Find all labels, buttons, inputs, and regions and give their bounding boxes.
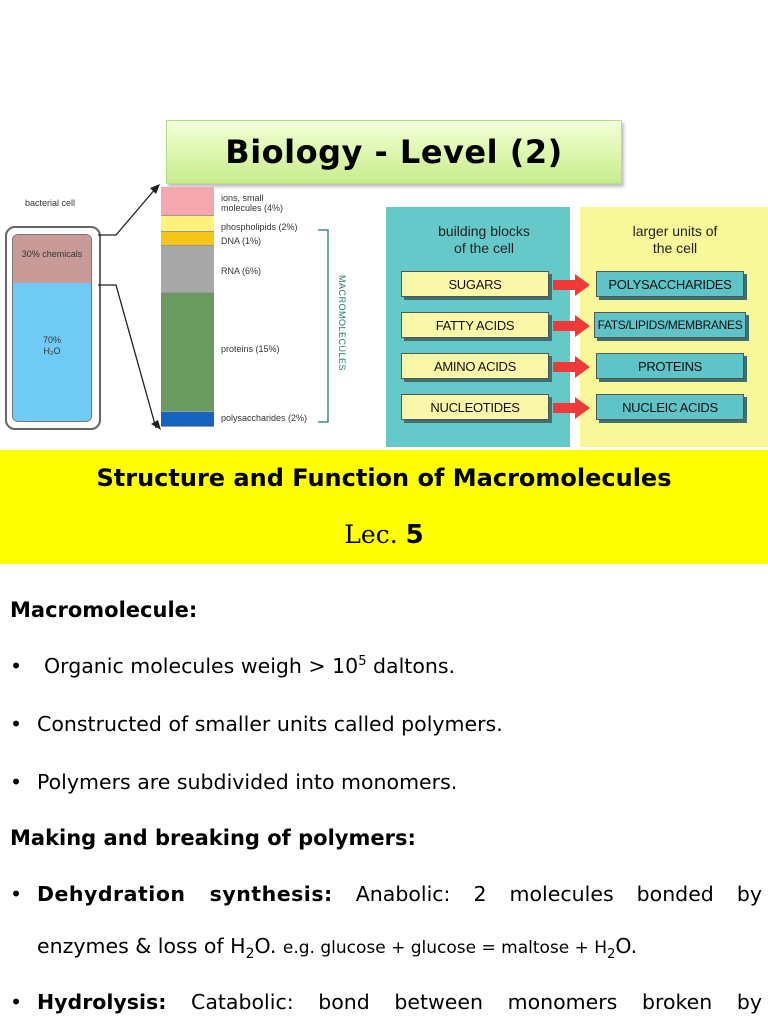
label-dna: DNA (1%): [221, 236, 262, 246]
macromolecules-bracket: [318, 229, 329, 423]
water-region: 70% H₂O: [13, 283, 91, 421]
segment-phospholipids: [161, 216, 214, 232]
unit-fats: FATS/LIPIDS/MEMBRANES: [594, 312, 746, 338]
segment-rna: [161, 246, 214, 293]
bullet-icon: •: [10, 770, 23, 794]
arrow-icon: [553, 397, 590, 419]
dehydration-example-sub: 2: [607, 947, 616, 963]
bullet-icon: •: [10, 990, 23, 1014]
block-nucleotides: NUCLEOTIDES: [401, 394, 549, 420]
bullet-weight-text: Organic molecules weigh > 10: [44, 654, 359, 678]
building-blocks-header: building blocks of the cell: [438, 223, 530, 256]
lecture-number: Lec. 5: [0, 520, 768, 550]
conversion-arrows: [553, 274, 590, 419]
water-formula: H₂O: [43, 346, 61, 356]
lecture-num: 5: [405, 520, 424, 550]
bullet-icon: •: [10, 712, 23, 736]
dehydration-continuation: enzymes & loss of H2O. e.g. glucose + gl…: [37, 934, 762, 962]
hydrolysis-line1: Catabolic: bond between monomers broken …: [191, 990, 762, 1014]
segment-proteins: [161, 293, 214, 412]
dehydration-line1: Anabolic: 2 molecules bonded by: [355, 882, 762, 906]
bullet-icon: •: [10, 654, 23, 678]
unit-nucleic-acids: NUCLEIC ACIDS: [596, 394, 744, 420]
cell-body: 30% chemicals 70% H₂O: [12, 234, 92, 422]
heading-making-breaking: Making and breaking of polymers:: [10, 826, 416, 850]
bullet-weight: • Organic molecules weigh > 105 daltons.: [10, 654, 762, 682]
segment-ions: [161, 187, 214, 216]
segment-polysaccharides: [161, 412, 214, 427]
dehydration-line2-end: O.: [254, 934, 277, 958]
bullet-polymers: • Constructed of smaller units called po…: [10, 712, 762, 740]
label-proteins: proteins (15%): [221, 344, 280, 354]
dehydration-term: Dehydration synthesis:: [37, 882, 333, 906]
cell-outline: [5, 226, 101, 430]
label-polysaccharides: polysaccharides (2%): [221, 413, 308, 423]
bullet-monomers: • Polymers are subdivided into monomers.: [10, 770, 762, 798]
lecture-subtitle: Structure and Function of Macromolecules: [96, 464, 672, 492]
block-fatty-acids: FATTY ACIDS: [401, 312, 549, 338]
label-phospholipids: phospholipids (2%): [221, 222, 298, 232]
hydrolysis-term: Hydrolysis:: [37, 990, 167, 1014]
label-ions: ions, small molecules (4%): [221, 193, 284, 213]
lecture-prefix: Lec.: [344, 520, 398, 549]
heading-macromolecule: Macromolecule:: [10, 598, 198, 622]
zoom-lines: [98, 184, 161, 430]
bullet-polymers-text: Constructed of smaller units called poly…: [37, 712, 503, 736]
dehydration-example: e.g. glucose + glucose = maltose + H: [282, 938, 608, 958]
dehydration-line2: enzymes & loss of H: [37, 934, 246, 958]
bullet-weight-unit: daltons.: [366, 654, 456, 678]
bullet-dehydration: • Dehydration synthesis: Anabolic: 2 mol…: [10, 882, 762, 910]
arrow-icon: [553, 315, 590, 337]
arrow-icon: [553, 356, 590, 378]
bullet-icon: •: [10, 882, 23, 906]
bullet-weight-exponent: 5: [358, 654, 367, 670]
block-sugars: SUGARS: [401, 271, 549, 297]
macromolecules-label: MACROMOLECULES: [337, 274, 347, 371]
arrow-icon: [553, 274, 590, 296]
bullet-monomers-text: Polymers are subdivided into monomers.: [37, 770, 458, 794]
larger-units-header: larger units of the cell: [632, 223, 718, 256]
segment-dna: [161, 232, 214, 246]
lecture-banner: [0, 450, 768, 564]
composition-stack: [161, 187, 214, 427]
unit-polysaccharides: POLYSACCHARIDES: [596, 271, 744, 297]
page-title: Biology - Level (2): [225, 133, 563, 171]
block-amino-acids: AMINO ACIDS: [401, 353, 549, 379]
chemicals-label: 30% chemicals: [21, 249, 83, 259]
label-rna: RNA (6%): [221, 266, 262, 276]
dehydration-sub: 2: [245, 946, 255, 963]
unit-proteins: PROTEINS: [596, 353, 744, 379]
title-box: Biology - Level (2): [166, 120, 622, 184]
cell-label: bacterial cell: [24, 198, 76, 208]
dehydration-example-end: O.: [615, 934, 638, 958]
chemicals-region: 30% chemicals: [13, 235, 91, 283]
bullet-hydrolysis: • Hydrolysis: Catabolic: bond between mo…: [10, 990, 762, 1018]
water-pct: 70%: [42, 335, 61, 345]
